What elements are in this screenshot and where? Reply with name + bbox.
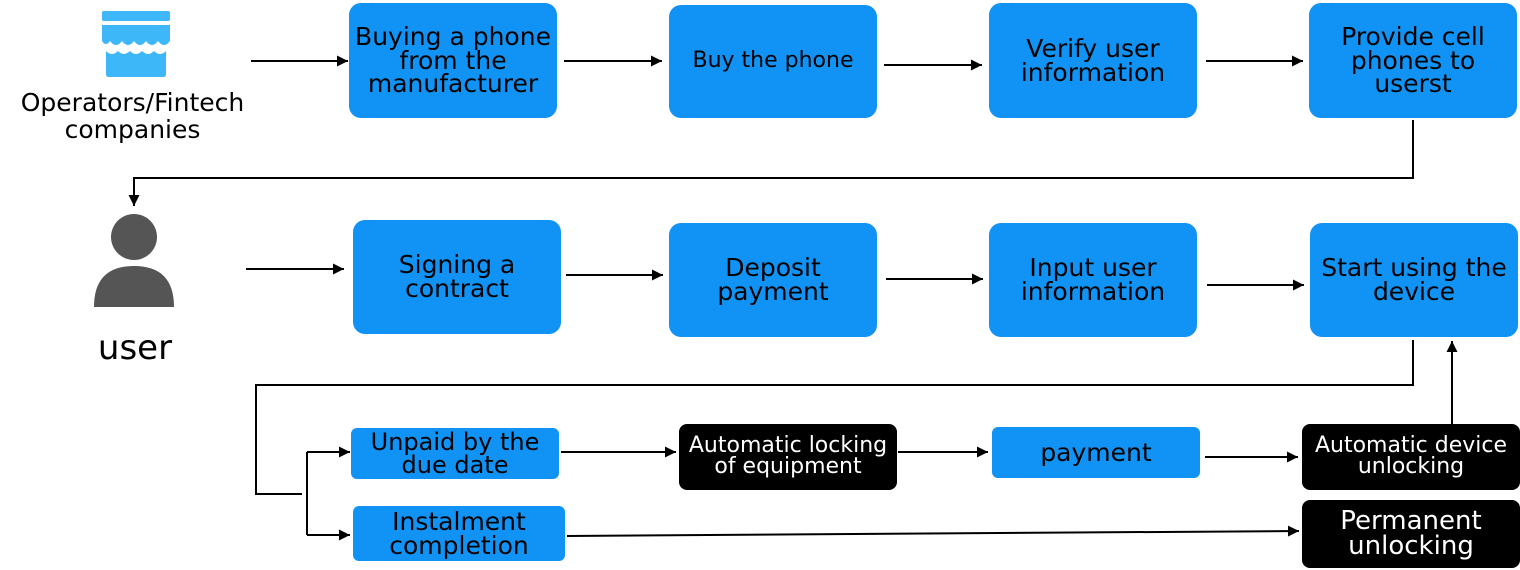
step-signing-contract: Signing a contract xyxy=(353,220,561,334)
step-verify-user-information: Verify user information xyxy=(989,3,1197,118)
user-label: user xyxy=(97,328,173,368)
operators-label: Operators/Fintech companies xyxy=(20,88,245,144)
arrow-instalment-to-permanent xyxy=(566,525,1300,537)
step-automatic-locking: Automatic locking of equipment xyxy=(679,424,897,490)
step-instalment-completion: Instalment completion xyxy=(353,506,565,561)
step-buy-the-phone: Buy the phone xyxy=(669,5,877,118)
user-icon xyxy=(94,214,174,307)
step-input-user-information: Input user information xyxy=(989,223,1197,337)
step-provide-cell-phones: Provide cell phones to userst xyxy=(1309,3,1517,118)
store-icon xyxy=(102,11,170,77)
step-unpaid-by-due-date: Unpaid by the due date xyxy=(351,428,559,479)
step-payment: payment xyxy=(992,427,1200,478)
line-start-to-branch xyxy=(255,340,1414,495)
arrow-provide-to-user xyxy=(128,120,1414,206)
step-automatic-device-unlocking: Automatic device unlocking xyxy=(1302,424,1520,490)
step-permanent-unlocking: Permanent unlocking xyxy=(1302,500,1520,568)
step-start-using-device: Start using the device xyxy=(1310,223,1518,337)
step-buy-from-manufacturer: Buying a phone from the manufacturer xyxy=(349,3,557,118)
step-deposit-payment: Deposit payment xyxy=(669,223,877,337)
